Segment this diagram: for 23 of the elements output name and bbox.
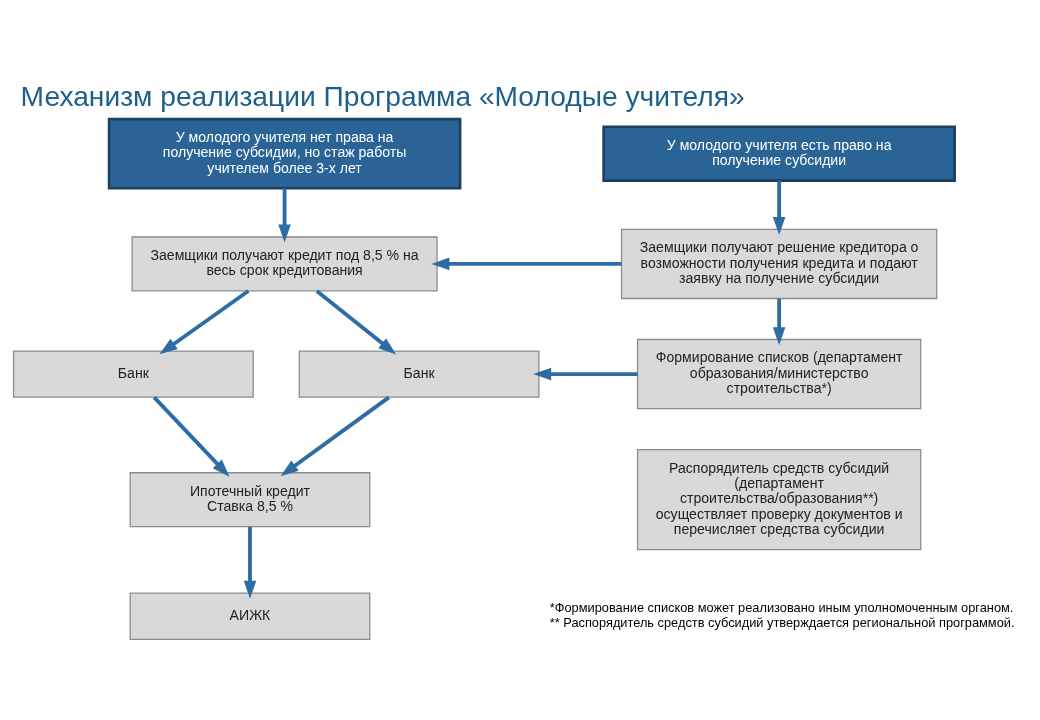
node-box: АИЖК	[129, 592, 371, 640]
node-box: Банк	[12, 350, 254, 398]
node-box: Банк	[298, 350, 540, 398]
label: *Формирование списков может реализовано иным уполномоченным органом.	[549, 600, 1014, 616]
arrow	[533, 367, 638, 381]
node-box: Ипотечный кредит Ставка 8,5 %	[129, 472, 371, 528]
node-box: Заемщики получают решение кредитора о возможности получения кредита и подают заявку на получение субсидии	[620, 228, 938, 300]
node-box: У молодого учителя есть право на получение субсидии	[602, 125, 956, 182]
arrow	[152, 396, 230, 477]
label: ** Распорядитель средств субсидий утверждается региональной программой.	[549, 614, 1015, 630]
arrow	[278, 188, 291, 243]
arrow	[772, 298, 786, 346]
node-box: У молодого учителя нет права на получение субсидии, но стаж работы учителем более 3-х лет	[107, 117, 462, 190]
arrow	[431, 257, 622, 271]
node-box: Распорядитель средств субсидий (департамент строительства/образования**) осуществляет проверку документов и перечисляет средства субсидии	[636, 449, 922, 551]
node-box: Формирование списков (департамент образования/министерство строительства*)	[636, 338, 922, 410]
arrow	[280, 395, 390, 477]
arrow	[159, 289, 250, 355]
arrow	[772, 181, 786, 235]
arrow	[243, 526, 257, 599]
arrow	[315, 289, 397, 355]
diagram-title: Механизм реализации Программа «Молодые учителя»	[20, 79, 745, 112]
node-box: Заемщики получают кредит под 8,5 % на весь срок кредитования	[131, 236, 438, 292]
